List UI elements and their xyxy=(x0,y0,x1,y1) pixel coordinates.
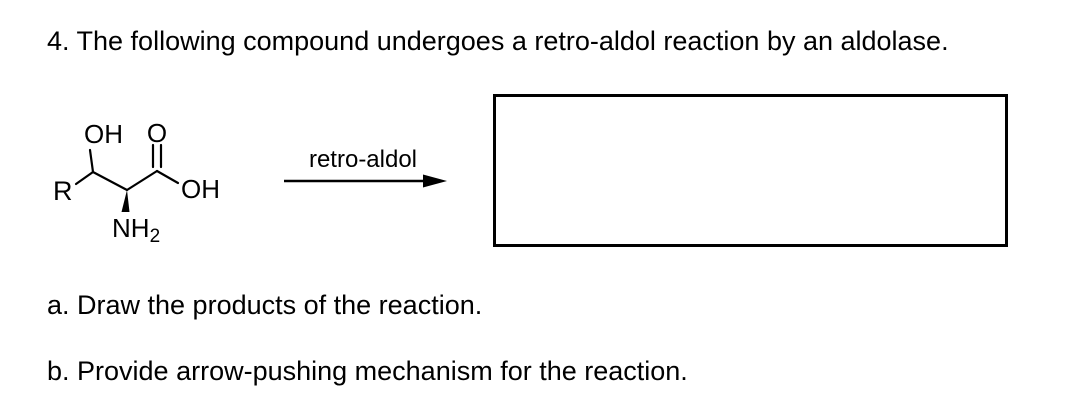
bond-r-to-beta-carbon xyxy=(74,170,95,186)
question-title: 4. The following compound undergoes a re… xyxy=(47,26,949,56)
amine-subscript: 2 xyxy=(150,226,161,247)
atom-label-amine: NH2 xyxy=(112,213,160,247)
atom-label-carbonyl-oxygen: O xyxy=(147,118,167,148)
wedge-bond-to-amine xyxy=(121,190,130,212)
atom-label-r-group: R xyxy=(53,176,73,206)
reaction-arrow-label: retro-aldol xyxy=(308,146,418,173)
bond-alpha-to-carbonyl xyxy=(125,169,159,192)
bond-carbonyl-to-oh xyxy=(155,169,180,185)
question-part-b: b. Provide arrow-pushing mechanism for t… xyxy=(47,356,688,386)
bond-beta-to-alpha-carbon xyxy=(91,170,129,192)
bond-beta-carbon-to-oh xyxy=(88,148,95,174)
amine-main: NH xyxy=(112,213,150,243)
answer-box[interactable] xyxy=(493,94,1008,247)
question-part-a: a. Draw the products of the reaction. xyxy=(47,290,483,320)
atom-label-acid-hydroxyl: OH xyxy=(181,174,220,204)
arrowhead xyxy=(423,174,447,188)
atom-label-beta-hydroxyl: OH xyxy=(84,119,123,149)
reactant-structure: OH O R OH NH2 xyxy=(53,118,220,247)
reaction-arrow-icon xyxy=(284,174,447,188)
